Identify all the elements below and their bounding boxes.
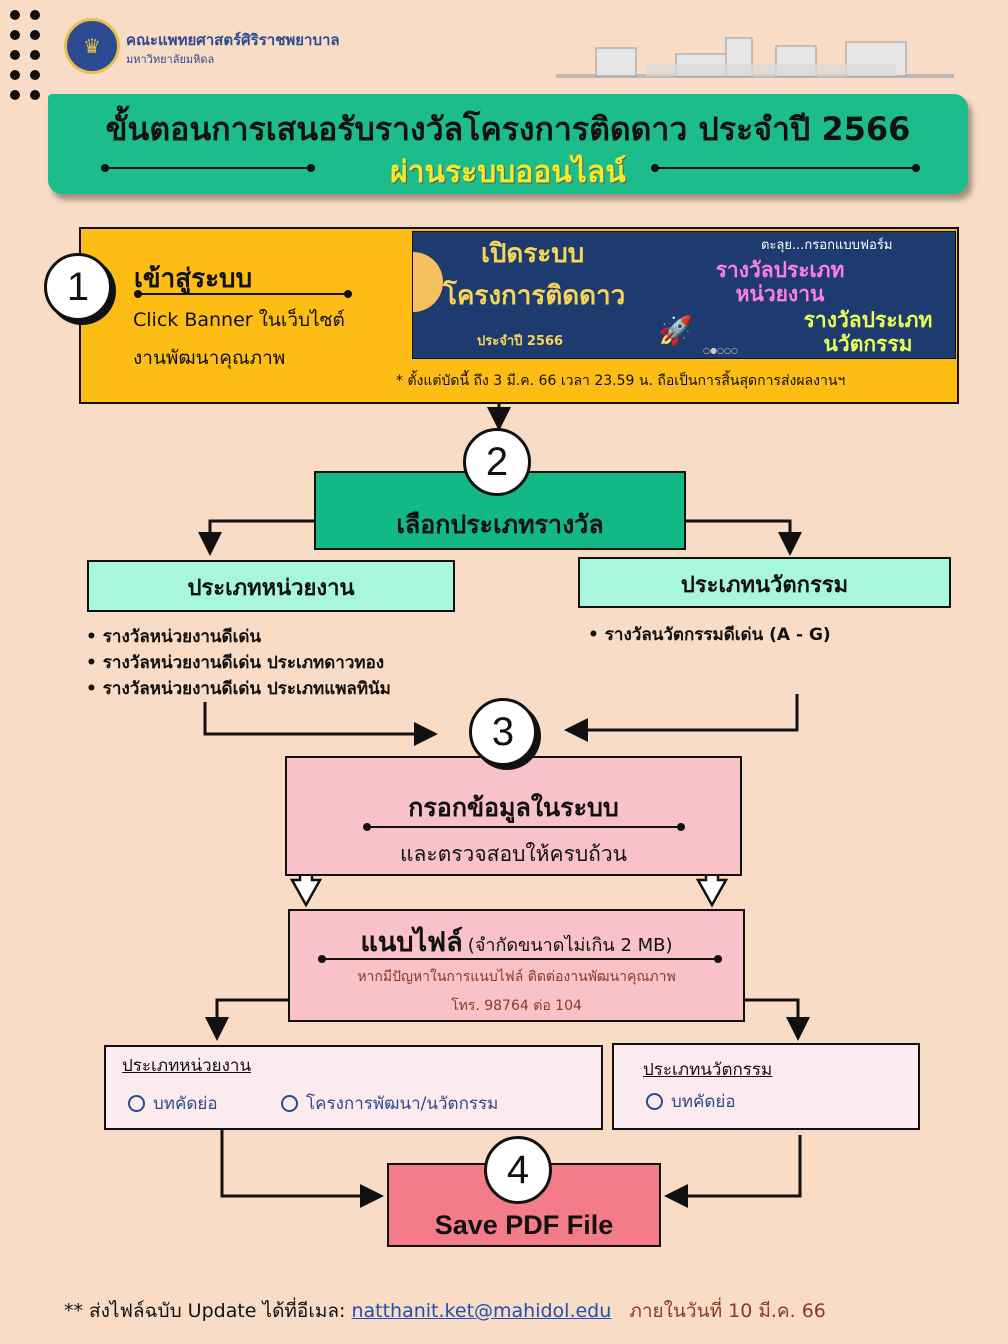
step2-box bbox=[314, 471, 686, 550]
rocket-icon: 🚀 bbox=[658, 314, 693, 347]
divider bbox=[101, 164, 315, 172]
page-subtitle: ผ่านระบบออนไลน์ bbox=[390, 155, 626, 190]
innovation-category-box[interactable] bbox=[578, 557, 951, 608]
attach-file-box bbox=[288, 909, 745, 1022]
step-number: 2 bbox=[463, 428, 531, 496]
attach-limit: (จำกัดขนาดไม่เกิน 2 MB) bbox=[467, 935, 673, 956]
banner-award2a: รางวัลประเภท bbox=[803, 308, 933, 332]
email-link[interactable]: natthanit.ket@mahidol.edu bbox=[351, 1300, 612, 1322]
banner-year-text: ประจำปี 2566 bbox=[477, 334, 564, 349]
list-item: รางวัลหน่วยงานดีเด่น ประเภทแพลทินัม bbox=[86, 676, 391, 702]
step1-line1: Click Banner ในเว็บไซต์ bbox=[133, 309, 345, 331]
footer-deadline: ภายในวันที่ 10 มี.ค. 66 bbox=[629, 1300, 826, 1322]
attach-help: หากมีปัญหาในการแนบไฟล์ ติดต่องานพัฒนาคุณ… bbox=[357, 969, 676, 985]
list-item: รางวัลนวัตกรรมดีเด่น (A - G) bbox=[588, 622, 831, 648]
step3-box bbox=[285, 756, 742, 876]
banner-project-text: โครงการติดดาว bbox=[443, 281, 626, 311]
radio-label: บทคัดย่อ bbox=[153, 1094, 218, 1114]
unit-award-list: รางวัลหน่วยงานดีเด่น รางวัลหน่วยงานดีเด่… bbox=[86, 624, 391, 702]
banner-hurry-text: ตะลุย...กรอกแบบฟอร์ม bbox=[761, 238, 893, 253]
list-item: รางวัลหน่วยงานดีเด่น bbox=[86, 624, 391, 650]
innovation-files-box bbox=[612, 1043, 920, 1130]
step3-sub: และตรวจสอบให้ครบถ้วน bbox=[399, 842, 628, 866]
footer: ** ส่งไฟล์ฉบับ Update ได้ที่อีเมล: natth… bbox=[64, 1296, 826, 1326]
radio-icon[interactable] bbox=[646, 1093, 663, 1110]
divider bbox=[134, 290, 352, 298]
university-logo: ♛ bbox=[64, 18, 120, 74]
innovation-files-label: ประเภทนวัตกรรม bbox=[643, 1060, 773, 1080]
innovation-award-list: รางวัลนวัตกรรมดีเด่น (A - G) bbox=[588, 622, 831, 648]
faculty-name: คณะแพทยศาสตร์ศิริราชพยาบาล bbox=[126, 31, 340, 49]
deadline-note: * ตั้งแต่บัดนี้ ถึง 3 มี.ค. 66 เวลา 23.5… bbox=[396, 373, 846, 389]
banner-award2b: นวัตกรรม bbox=[823, 332, 913, 356]
step1-heading: เข้าสู่ระบบ bbox=[134, 264, 253, 294]
unit-category-box[interactable] bbox=[87, 560, 455, 612]
divider bbox=[318, 955, 722, 963]
title-banner: ขั้นตอนการเสนอรับรางวัลโครงการติดดาว ประ… bbox=[48, 94, 968, 194]
step-number: 4 bbox=[484, 1136, 552, 1204]
page-title: ขั้นตอนการเสนอรับรางวัลโครงการติดดาว ประ… bbox=[105, 110, 911, 148]
radio-icon[interactable] bbox=[128, 1095, 145, 1112]
banner-award1a: รางวัลประเภท bbox=[715, 258, 845, 282]
banner-award1b: หน่วยงาน bbox=[735, 282, 825, 306]
radio-abstract-unit[interactable]: บทคัดย่อ bbox=[128, 1090, 218, 1117]
unit-category-label: ประเภทหน่วยงาน bbox=[187, 576, 355, 601]
banner-award-innovation: รางวัลประเภทนวัตกรรม bbox=[793, 308, 943, 356]
radio-abstract-innovation[interactable]: บทคัดย่อ bbox=[646, 1088, 736, 1115]
attach-phone: โทร. 98764 ต่อ 104 bbox=[451, 998, 582, 1014]
footer-prefix: ** ส่งไฟล์ฉบับ Update ได้ที่อีเมล: bbox=[64, 1300, 346, 1322]
decorative-dots bbox=[10, 10, 40, 100]
radio-label: โครงการพัฒนา/นวัตกรรม bbox=[306, 1094, 499, 1114]
attach-heading: แนบไฟล์ bbox=[360, 927, 463, 958]
university-name: มหาวิทยาลัยมหิดล bbox=[126, 53, 215, 66]
moon-icon bbox=[413, 252, 443, 312]
carousel-dots[interactable]: ○●○○○ bbox=[703, 346, 738, 355]
banner-award-unit: รางวัลประเภทหน่วยงาน bbox=[705, 258, 855, 306]
radio-project-unit[interactable]: โครงการพัฒนา/นวัตกรรม bbox=[281, 1090, 498, 1117]
step-number: 3 bbox=[469, 698, 537, 766]
divider bbox=[363, 823, 685, 831]
city-skyline-illustration bbox=[556, 37, 954, 78]
radio-label: บทคัดย่อ bbox=[671, 1092, 736, 1112]
attach-heading-row: แนบไฟล์ (จำกัดขนาดไม่เกิน 2 MB) bbox=[288, 920, 745, 963]
divider bbox=[651, 164, 920, 172]
unit-files-label: ประเภทหน่วยงาน bbox=[122, 1056, 252, 1076]
unit-files-box bbox=[104, 1045, 603, 1130]
system-banner-link[interactable]: เปิดระบบ โครงการติดดาว ประจำปี 2566 🚀 ตะ… bbox=[412, 231, 956, 359]
save-pdf-label: Save PDF File bbox=[434, 1210, 614, 1240]
radio-icon[interactable] bbox=[281, 1095, 298, 1112]
step-number: 1 bbox=[44, 253, 112, 321]
step2-label: เลือกประเภทรางวัล bbox=[396, 510, 604, 539]
banner-open-text: เปิดระบบ bbox=[481, 239, 585, 269]
innovation-category-label: ประเภทนวัตกรรม bbox=[680, 573, 849, 598]
step1-line2: งานพัฒนาคุณภาพ bbox=[133, 347, 286, 369]
step3-heading: กรอกข้อมูลในระบบ bbox=[408, 793, 619, 822]
list-item: รางวัลหน่วยงานดีเด่น ประเภทดาวทอง bbox=[86, 650, 391, 676]
